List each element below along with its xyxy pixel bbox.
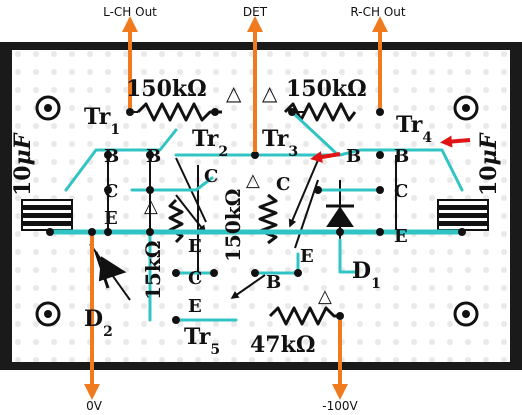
- pin-tr1-c: C: [104, 181, 118, 202]
- resistor-bottom: [268, 306, 340, 326]
- triangle-top-right: △: [262, 81, 278, 105]
- label-r-top-right: 150kΩ: [286, 76, 367, 102]
- capacitors: [21, 199, 489, 231]
- label-r-top-left: 150kΩ: [126, 76, 207, 102]
- label-d2: D2: [84, 306, 113, 340]
- triangle-top-left: △: [226, 81, 242, 105]
- port-arrows: [84, 16, 388, 400]
- pointer-tr4: [440, 135, 471, 148]
- label-r-left: 15kΩ: [141, 241, 165, 301]
- triangle-mid: △: [246, 170, 260, 191]
- label-neg-supply: -100V: [322, 399, 358, 413]
- label-r-bottom: 47kΩ: [250, 332, 315, 358]
- pin-tr2-b: B: [146, 146, 161, 167]
- junction-dots: [46, 108, 466, 324]
- pointer-arrows: [310, 135, 471, 163]
- label-det: DET: [243, 5, 268, 19]
- label-tr1: Tr1: [84, 104, 120, 138]
- pin-tr4-e: E: [394, 226, 408, 247]
- triangle-mid-left: △: [144, 196, 158, 217]
- triangle-bottom: △: [318, 286, 332, 307]
- pin-tr3-b: B: [346, 146, 361, 167]
- label-ground: 0V: [86, 399, 103, 413]
- label-r-middle: 150kΩ: [221, 189, 245, 262]
- label-cap-right: 10μF: [476, 132, 502, 196]
- resistors: [136, 102, 357, 326]
- label-right-out: R-CH Out: [350, 5, 405, 19]
- label-tr5: Tr5: [184, 324, 220, 358]
- label-left-out: L-CH Out: [103, 5, 157, 19]
- label-tr2: Tr2: [192, 126, 228, 160]
- pin-tr2-c: C: [204, 166, 218, 187]
- diodes: [89, 180, 354, 301]
- pin-tr3-e: E: [300, 246, 314, 267]
- resistor-top-right: [283, 102, 357, 122]
- pin-tr2-e: E: [188, 236, 202, 257]
- resistor-middle: [258, 193, 278, 245]
- pin-tr1-e: E: [104, 208, 118, 229]
- pin-tr5-c: C: [188, 268, 202, 289]
- pin-tr5-e: E: [188, 296, 202, 317]
- pin-tr5-b: B: [266, 272, 281, 293]
- resistor-left: [168, 198, 184, 244]
- pin-tr4-b: B: [394, 146, 409, 167]
- label-d1: D1: [352, 258, 381, 292]
- pointer-tr3: [310, 151, 341, 163]
- pin-tr4-c: C: [394, 181, 408, 202]
- wire-top: [64, 128, 178, 192]
- label-tr3: Tr3: [262, 126, 298, 160]
- label-cap-left: 10μF: [10, 132, 36, 196]
- label-tr4: Tr4: [396, 112, 432, 146]
- component-leads: [107, 111, 397, 299]
- pin-tr3-c: C: [276, 174, 290, 195]
- resistor-top-left: [136, 102, 222, 122]
- pin-tr1-b: B: [104, 146, 119, 167]
